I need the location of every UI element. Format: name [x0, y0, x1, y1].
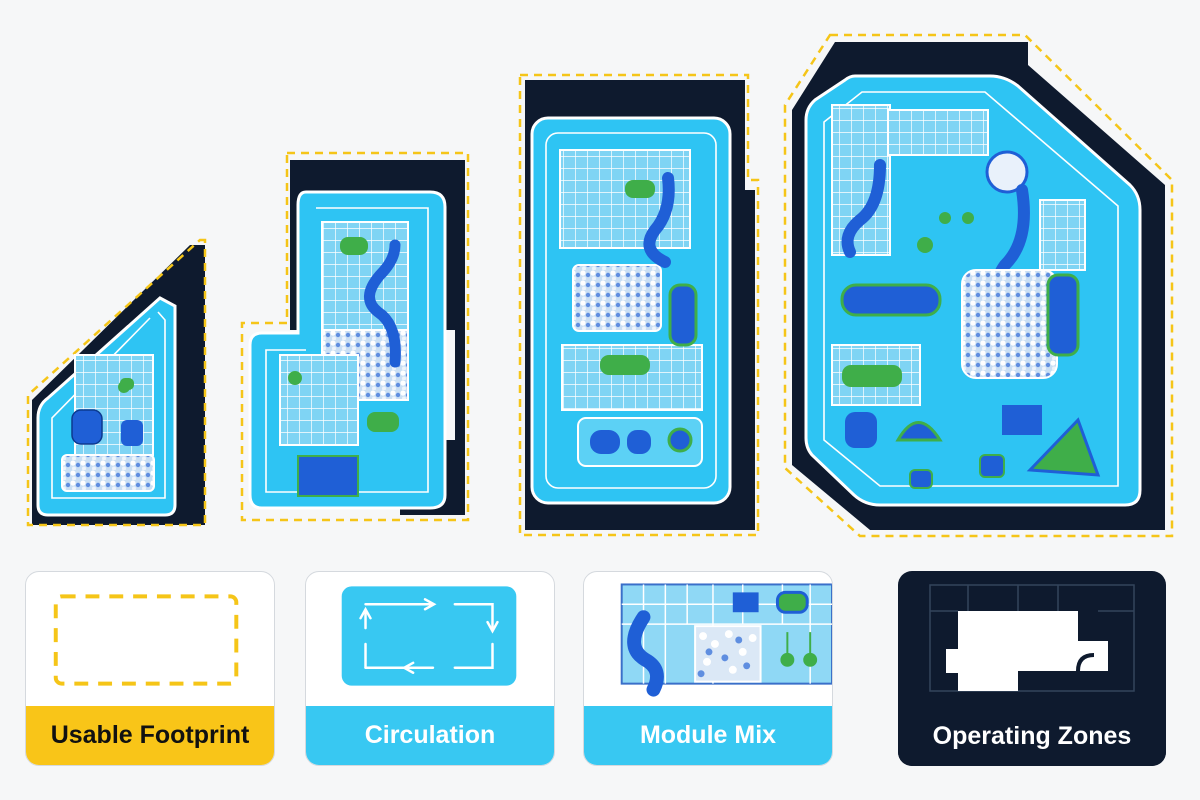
plan-3-footprint [518, 73, 760, 537]
legend-label-usable-footprint: Usable Footprint [26, 706, 274, 765]
plan-1-tube [121, 420, 143, 446]
plan-2 [240, 151, 470, 522]
plan-4-wedge [1026, 417, 1101, 477]
plan-4 [783, 33, 1174, 538]
plan-2-spiral-slide [364, 239, 401, 368]
dashed-rectangle-icon [53, 594, 239, 686]
plan-1-roller [120, 378, 134, 390]
legend-card-module-mix: Module Mix [583, 571, 833, 766]
zone-map-icon [929, 584, 1135, 692]
plan-2-wedge-mats [297, 455, 359, 497]
plan-3-tower [668, 283, 698, 347]
legend-card-circulation: Circulation [305, 571, 555, 766]
plan-4-tower [1046, 273, 1080, 357]
plan-4-soft-blocks [909, 454, 1005, 489]
plan-1-ball-pit [61, 454, 155, 492]
plan-4-spiral-slide [841, 159, 886, 258]
plan-4-slide-top [985, 150, 1029, 194]
plan-4-ball-green-3 [962, 212, 974, 224]
plan-3-arch [590, 430, 620, 454]
legend-card-operating-zones: Operating Zones [898, 571, 1166, 766]
plan-4-ball-pit [961, 269, 1058, 379]
plan-1 [26, 238, 207, 527]
plan-4-ball-green-2 [939, 212, 951, 224]
plan-4-footprint [783, 33, 1174, 538]
plan-2-lower-frame [279, 354, 359, 446]
plan-4-ball-green [917, 237, 933, 253]
plan-2-ball-green [288, 371, 302, 385]
plan-3-roller-2 [625, 180, 655, 198]
plan-3-circulation [545, 132, 717, 489]
plan-4-arch [845, 412, 877, 448]
plan-4-side-frame [1039, 199, 1086, 271]
plan-3-arch-2 [627, 430, 651, 454]
loop-arrows-icon [341, 586, 517, 686]
plan-2-climb-frame [321, 221, 409, 333]
legend-label-module-mix: Module Mix [584, 706, 832, 765]
plan-4-dome-climber [895, 421, 943, 442]
plan-3-dome [667, 427, 693, 453]
plan-1-circulation [51, 311, 166, 499]
plan-3 [518, 73, 760, 537]
legend-label-circulation: Circulation [306, 706, 554, 765]
plan-1-footprint [26, 238, 207, 527]
legend-card-usable-footprint: Usable Footprint [25, 571, 275, 766]
plan-2-roller-2 [367, 412, 399, 432]
plan-4-mat [1002, 405, 1042, 435]
plan-3-lower-frame [561, 344, 703, 411]
plan-2-footprint [240, 151, 470, 522]
play-modules-icon [620, 583, 832, 697]
floor-plans [26, 33, 1174, 538]
plan-2-roller [340, 237, 368, 255]
legend-label-operating-zones: Operating Zones [898, 707, 1166, 766]
plan-3-roller [600, 355, 650, 375]
plan-1-tunnel [71, 409, 103, 445]
plan-3-ball-pit [572, 264, 662, 332]
plan-4-climb-frame-top [887, 109, 989, 156]
plan-3-spiral-slide [643, 172, 675, 268]
plan-4-circulation [823, 91, 1119, 487]
plan-4-roller-tube [840, 283, 942, 317]
plan-4-roller [842, 365, 902, 387]
